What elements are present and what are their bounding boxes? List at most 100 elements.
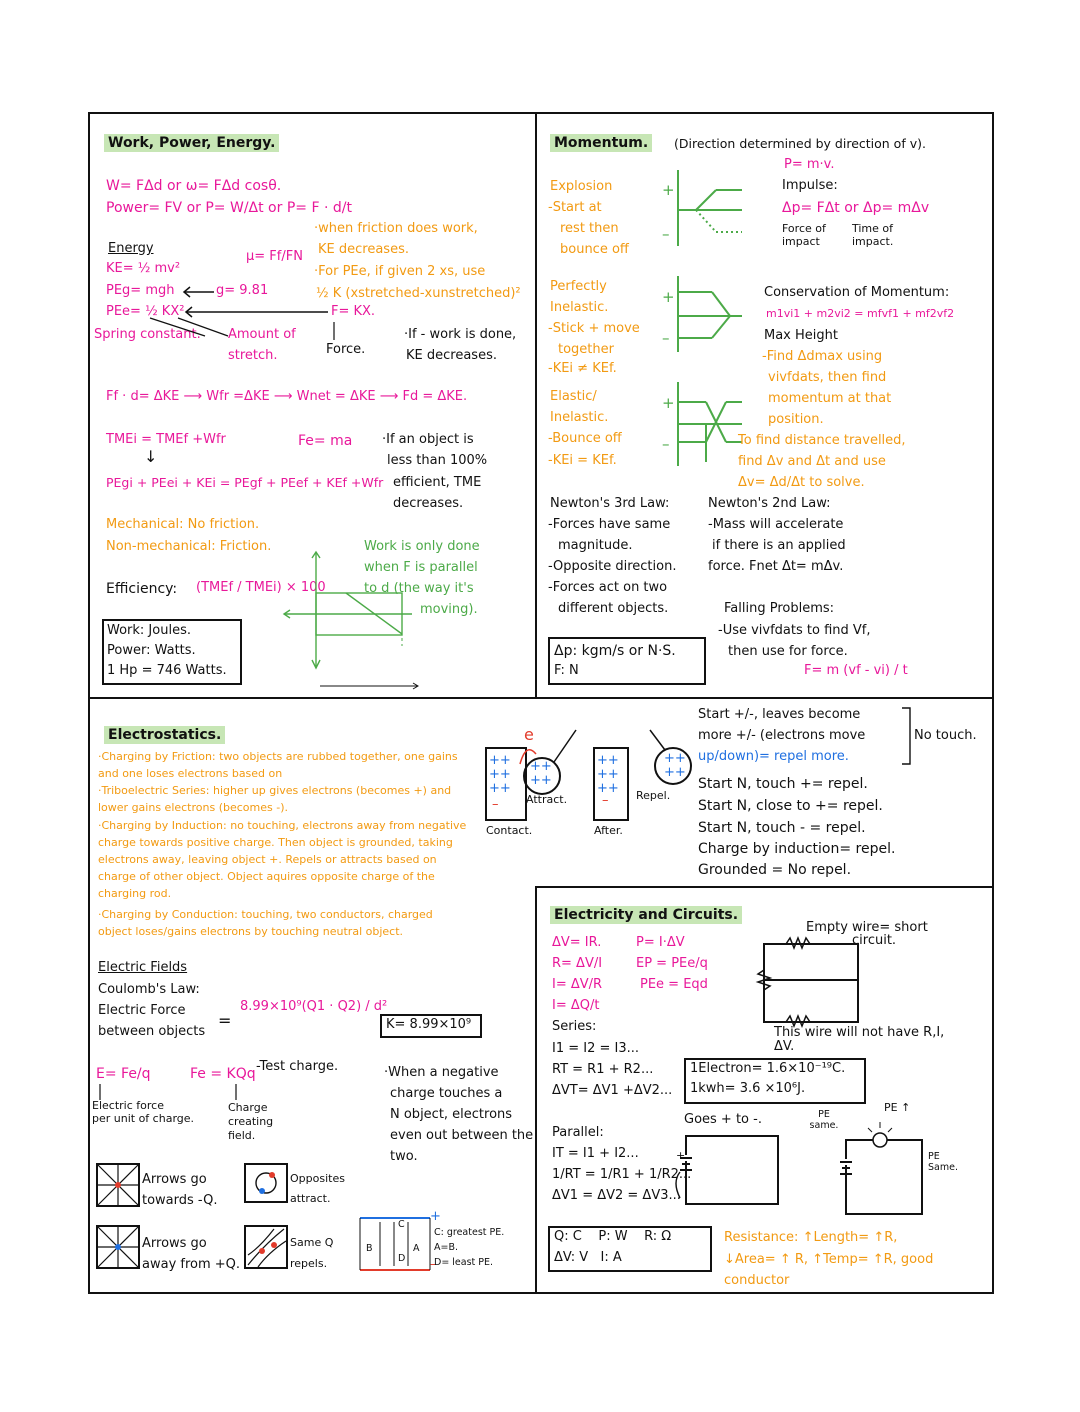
pe-same-label-2: PE Same.	[928, 1151, 958, 1173]
resistance-note-2: ↓Area= ↑ R, ↑Temp= ↑R, good	[724, 1252, 934, 1267]
electric-force-label-2: between objects	[98, 1024, 206, 1039]
field-negative-charge-icon	[96, 1163, 140, 1207]
empty-wire-note-2: circuit.	[852, 933, 897, 948]
pe-same-label: PE same.	[809, 1109, 839, 1131]
ke-equation: KE= ½ mv²	[106, 261, 181, 276]
circuit-units-1: Q: C P: W R: Ω	[554, 1229, 672, 1244]
newton3-line-1: -Forces have same	[548, 517, 671, 532]
mechanical-label: Mechanical: No friction.	[106, 517, 260, 532]
e-field-label-2: per unit of charge.	[92, 1112, 195, 1125]
parallel-note-4: moving).	[420, 602, 478, 617]
pee-equation: PEe= ½ KX²	[106, 304, 185, 319]
after-sphere-charges: ++ ++	[664, 751, 686, 780]
falling-title: Falling Problems:	[724, 601, 835, 616]
tme-arrow: ↓	[144, 447, 158, 466]
newton3-line-2: magnitude.	[558, 538, 633, 553]
falling-line-1: -Use vivfdats to find Vf,	[718, 623, 871, 638]
no-touch-label: No touch.	[914, 728, 977, 743]
efficient-note-4: decreases.	[393, 496, 464, 511]
elastic-minus: –	[662, 435, 670, 453]
field-label-pointers	[99, 1084, 237, 1100]
newton2-line-2: if there is an applied	[712, 538, 846, 553]
arrows-positive-1: Arrows go	[142, 1236, 207, 1251]
max-height-label: Max Height	[764, 328, 838, 343]
no-r-note-2: ΔV.	[774, 1039, 795, 1054]
k-value-box	[380, 1014, 482, 1038]
momentum-units-box	[548, 637, 706, 685]
electric-fields-title: Electric Fields	[98, 960, 188, 975]
newton2-title: Newton's 2nd Law:	[708, 496, 831, 511]
opposites-attract-2: attract.	[290, 1192, 331, 1205]
opposites-attract-icon	[244, 1163, 288, 1203]
parallel-voltage: ΔV1 = ΔV2 = ΔV3...	[552, 1188, 681, 1203]
goes-plus-minus: Goes + to -.	[684, 1112, 762, 1127]
test-charge-label: -Test charge.	[256, 1059, 339, 1074]
coulomb-equals: =	[218, 1011, 232, 1030]
efficiency-label: Efficiency:	[106, 581, 178, 597]
contact-rod-charges: ++ ++ ++	[489, 753, 511, 796]
arrows-positive-2: away from +Q.	[142, 1257, 241, 1272]
electron-symbol: e	[524, 725, 534, 744]
fe-kqq-equation: Fe = KQq	[190, 1066, 256, 1082]
arrows-negative-1: Arrows go	[142, 1172, 207, 1187]
newton2-line-1: -Mass will accelerate	[708, 517, 844, 532]
same-charge-2: repels.	[290, 1257, 328, 1270]
resistance-note-3: conductor	[724, 1273, 790, 1288]
series-current: I1 = I2 = I3...	[552, 1041, 640, 1056]
elastic-title-2: Inelastic.	[550, 410, 609, 425]
start-n-rule-2: Start N, close to += repel.	[698, 798, 883, 814]
momentum-direction: (Direction determined by direction of v)…	[674, 136, 926, 151]
inelastic-line-3: -KEi ≠ KEf.	[548, 361, 617, 376]
negative-touch-2: charge touches a	[390, 1086, 503, 1101]
wpe-units-box	[102, 619, 242, 685]
parallel-note-3: to d (the way it's	[364, 581, 474, 596]
tme-equation: TMEi = TMEf +Wfr	[106, 432, 226, 447]
efficient-note-1: ·If an object is	[382, 432, 474, 447]
pe-sum-equation: PEgi + PEei + KEi = PEgf + PEef + KEf +W…	[106, 475, 384, 490]
plate-letter-d: D	[398, 1253, 406, 1264]
elastic-title-1: Elastic/	[550, 389, 597, 404]
contact-charge-diagram	[485, 729, 692, 821]
bulb-circuit-diagram	[840, 1122, 923, 1215]
falling-line-2: then use for force.	[728, 644, 848, 659]
negative-touch-3: N object, electrons	[390, 1107, 513, 1122]
pe-legend-d: D= least PE.	[434, 1257, 494, 1268]
negative-touch-1: ·When a negative	[384, 1065, 499, 1080]
divider-circuits-top	[535, 886, 994, 888]
force-label: Force.	[326, 342, 366, 357]
current-charge-eq: I= ΔQ/t	[552, 998, 600, 1013]
efficiency-fraction: (TMEf / TMEi) × 100	[196, 580, 326, 595]
explosion-minus: –	[662, 225, 670, 243]
conservation-equation: m1vi1 + m2vi2 = mfvf1 + mf2vf2	[766, 307, 955, 320]
mu-equation: μ= Ff/FN	[246, 249, 303, 264]
circuit-units-2: ΔV: V I: A	[554, 1250, 622, 1265]
time-of-impact-label: Time of impact.	[852, 222, 894, 248]
after-label: After.	[594, 824, 623, 837]
spring-constant-label: Spring constant.	[94, 327, 201, 342]
conservation-title: Conservation of Momentum:	[764, 285, 950, 300]
power-eq: P= I·ΔV	[636, 935, 685, 950]
work-equation: W= FΔd or ω= FΔd cosθ.	[106, 178, 282, 194]
momentum-unit-p: Δp: kgm/s or N·S.	[554, 643, 676, 659]
falling-equation: F= m (vf - vi) / t	[804, 663, 908, 678]
friction-note-2: KE decreases.	[318, 242, 409, 257]
unit-power: Power: Watts.	[107, 643, 196, 658]
current-eq: I= ΔV/R	[552, 977, 603, 992]
start-n-rule-3: Start N, touch - = repel.	[698, 820, 866, 836]
contact-rod-minus: –	[492, 797, 499, 812]
kwh-value: 1kwh= 3.6 ×10⁶J.	[690, 1081, 806, 1096]
plate-letter-a: A	[413, 1243, 420, 1254]
start-n-rule-4: Charge by induction= repel.	[698, 841, 896, 857]
contact-label: Contact.	[486, 824, 533, 837]
pee-note-1: ·For PEe, if given 2 xs, use	[314, 264, 486, 279]
charge-field-label-2: creating	[228, 1115, 274, 1128]
energy-chain: Ff · d= ΔKE ⟶ Wfr =ΔKE ⟶ Wnet = ΔKE ⟶ Fd…	[106, 389, 468, 404]
force-of-impact-label: Force of impact	[782, 222, 826, 248]
momentum-collision-graphs	[677, 170, 742, 466]
arrows-negative-2: towards -Q.	[142, 1193, 218, 1208]
resistance-eq: R= ΔV/I	[552, 956, 603, 971]
charge-field-label-3: field.	[228, 1129, 256, 1142]
work-done-note-1: ·If - work is done,	[404, 327, 517, 342]
repel-label: Repel.	[636, 789, 671, 802]
momentum-header: Momentum.	[550, 134, 653, 153]
